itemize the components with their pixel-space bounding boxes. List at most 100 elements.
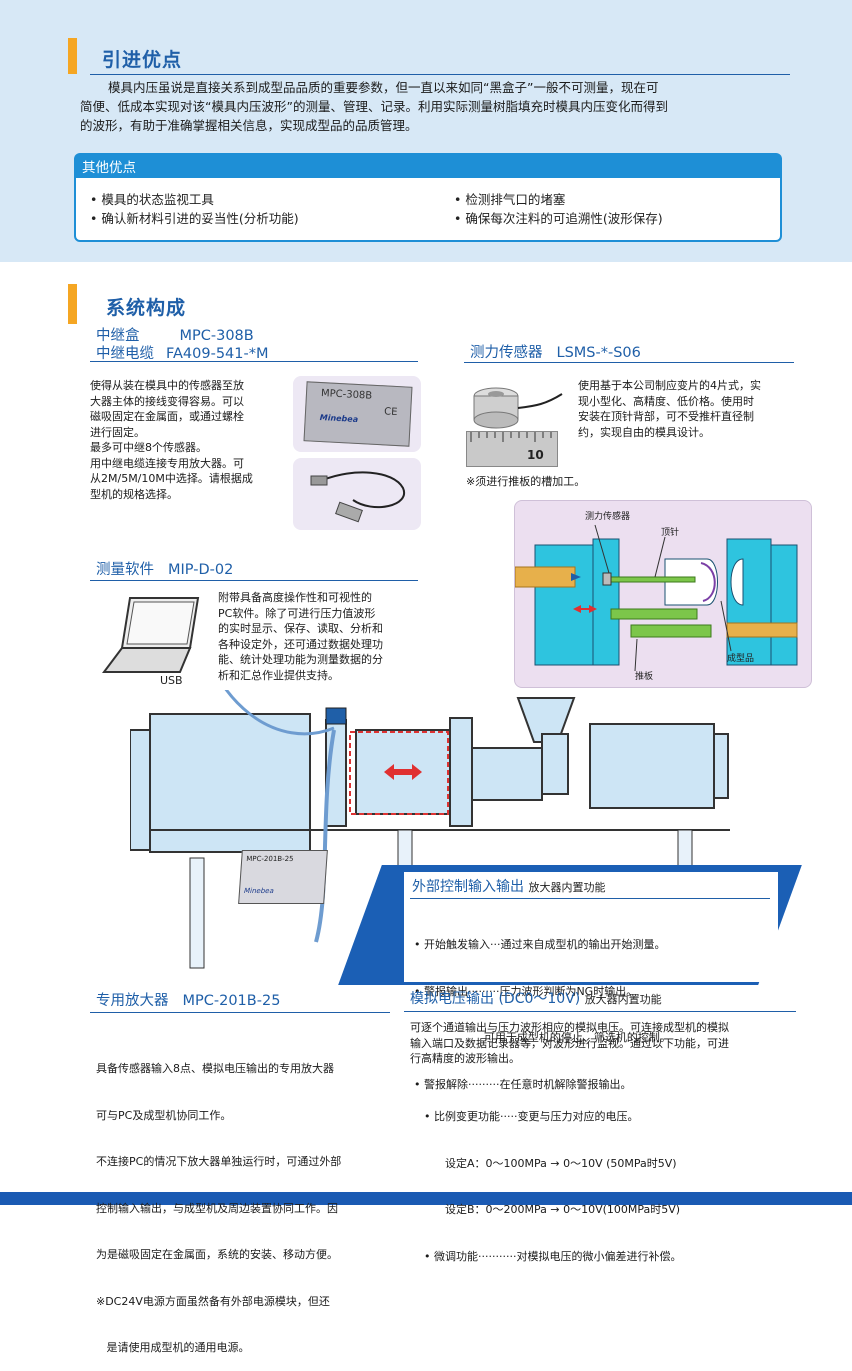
other-advantages-heading: 其他优点 [74, 153, 782, 179]
load-sensor-icon [473, 387, 563, 429]
text-line: 型机的规格选择。 [90, 487, 178, 501]
software-model: MIP-D-02 [168, 562, 234, 578]
list-item: • 检测排气口的堵塞 [454, 192, 566, 207]
software-description: 附带具备高度操作性和可视性的 PC软件。除了可进行压力值波形 的实时显示、保存、… [218, 590, 418, 683]
list-item: • 比例变更功能·····变更与压力对应的电压。 [424, 1110, 639, 1123]
external-io-title: 外部控制输入输出 放大器内置功能 [412, 876, 605, 896]
text-line: 不连接PC的情况下放大器单独运行时，可通过外部 [96, 1155, 342, 1168]
text-line: 析和汇总作业提供支持。 [218, 668, 339, 682]
text-line: 可与PC及成型机协同工作。 [96, 1108, 232, 1122]
text-line: 能、统计处理功能为测量数据的分 [218, 653, 383, 666]
text-line: 使得从装在模具中的传感器至放 [90, 379, 244, 392]
ce-mark: CE [383, 406, 398, 419]
analog-description: 可逐个通道输出与压力波形相应的模拟电压。可连接成型机的模拟 输入端口及数据记录器… [410, 1020, 800, 1067]
relay-box-photo: MPC-308B CE Minebea [293, 376, 421, 452]
mold-plate-label: 推板 [635, 672, 654, 682]
analog-list: • 比例变更功能·····变更与压力对应的电压。 设定A：0～100MPa → … [424, 1078, 681, 1280]
text-line: 现小型化、高精度、低价格。使用时 [578, 394, 754, 408]
text-line: 是请使用成型机的通用电源。 [96, 1341, 250, 1354]
amplifier-device: MPC-201B-25 Minebea [238, 850, 328, 904]
text-line: ※DC24V电源方面虽然备有外部电源模块，但还 [96, 1294, 330, 1308]
text-line: 的实时显示、保存、读取、分析和 [218, 622, 383, 635]
relay-cable-label: 中继电缆 [96, 346, 154, 362]
text-line: 大器主体的接线变得容易。可以 [90, 394, 244, 408]
text-line: 使用基于本公司制应变片的4片式，实 [578, 379, 761, 392]
mold-product-label: 成型品 [727, 654, 755, 664]
software-labels: 测量软件 MIP-D-02 [96, 558, 233, 579]
mold-sensor-label: 测力传感器 [585, 512, 631, 522]
text-line: 约，实现自由的模具设计。 [578, 425, 710, 439]
ruler: 10 [466, 431, 558, 467]
sensor-photo [466, 376, 564, 466]
other-advantages-box: • 模具的状态监视工具 • 确认新材料引进的妥当性(分析功能) • 检测排气口的… [74, 176, 782, 242]
usb-label: USB [160, 674, 183, 687]
list-item: • 警报解除·········在任意时机解除警报输出。 [414, 1077, 632, 1091]
relay-description: 使得从装在模具中的传感器至放 大器主体的接线变得容易。可以 磁吸固定在金属面，或… [90, 378, 290, 502]
list-item: 设定B：0～200MPa → 0～10V(100MPa时5V) [424, 1203, 681, 1216]
analog-title: 模拟电压输出 (DC0～10V) 放大器内置功能 [410, 988, 662, 1008]
amplifier-divider [90, 1012, 390, 1013]
io-divider [410, 898, 770, 899]
text-line: 附带具备高度操作性和可视性的 [218, 591, 372, 604]
system-accent-bar [68, 284, 77, 324]
amplifier-brand-logo: Minebea [243, 887, 275, 895]
list-item: • 警报输出·········压力波形判断为NG时输出。 [414, 984, 638, 998]
text-line: 从2M/5M/10M中选择。请根据成 [90, 472, 253, 485]
relay-box-label: 中继盒 [96, 328, 140, 344]
mold-cross-section [514, 524, 798, 672]
text-line: 输入端口及数据记录器等，对波形进行监视。通过以下功能，可进 [410, 1036, 729, 1050]
amplifier-labels: 专用放大器 MPC-201B-25 [96, 989, 280, 1010]
software-label: 测量软件 [96, 562, 154, 578]
external-io-box: 外部控制输入输出 放大器内置功能 • 开始触发输入···通过来自成型机的输出开始… [404, 872, 778, 1091]
laptop-illustration [100, 592, 218, 680]
analog-title-text: 模拟电压输出 (DC0～10V) [410, 991, 581, 1007]
intro-line: 的波形，有助于准确掌握相关信息，实现成型品的品质管理。 [80, 118, 418, 133]
laptop-icon [102, 597, 200, 673]
analog-subtitle: 放大器内置功能 [584, 993, 662, 1006]
mold-diagram: 测力传感器 顶针 推板 成型品 [514, 500, 812, 688]
text-line: 磁吸固定在金属面，或通过螺栓 [90, 410, 244, 423]
list-item: • 开始触发输入···通过来自成型机的输出开始测量。 [414, 938, 666, 951]
mold-pin-label: 顶针 [661, 528, 680, 538]
list-item: 设定A：0～100MPa → 0～10V (50MPa时5V) [424, 1156, 677, 1170]
system-title: 系统构成 [106, 297, 187, 319]
sensor-description: 使用基于本公司制应变片的4片式，实 现小型化、高精度、低价格。使用时 安装在顶针… [578, 378, 800, 440]
amplifier-model: MPC-201B-25 [182, 993, 281, 1009]
software-divider [90, 580, 418, 581]
intro-line: 模具内压虽说是直接关系到成型品品质的重要参数，但一直以来如同“黑盒子”一般不可测… [108, 80, 659, 95]
sensor-note: ※须进行推板的槽加工。 [466, 475, 586, 488]
intro-accent-bar [68, 38, 77, 74]
text-line: 用中继电缆连接专用放大器。可 [90, 456, 244, 470]
external-io-subtitle: 放大器内置功能 [528, 881, 606, 894]
text-line: PC软件。除了可进行压力值波形 [218, 606, 376, 620]
text-line: 控制输入输出，与成型机及周边装置协同工作。因 [96, 1201, 338, 1215]
relay-brand-logo: Minebea [319, 413, 359, 425]
list-item: • 确认新材料引进的妥当性(分析功能) [90, 211, 299, 226]
text-line: 各种设定外，还可通过数据处理功 [218, 637, 383, 651]
ruler-ticks [470, 432, 552, 442]
intro-line: 简便、低成本实现对该“模具内压波形”的测量、管理、记录。利用实际测量树脂填充时模… [80, 99, 668, 114]
list-item: • 模具的状态监视工具 [90, 192, 214, 207]
text-line: 具备传感器输入8点、模拟电压输出的专用放大器 [96, 1062, 334, 1075]
text-line: 安装在顶针背部，可不受推杆直径制 [578, 410, 754, 423]
intro-paragraph: 模具内压虽说是直接关系到成型品品质的重要参数，但一直以来如同“黑盒子”一般不可测… [80, 78, 800, 135]
cable-icon [310, 471, 406, 523]
sensor-divider [464, 362, 794, 363]
text-line: 最多可中继8个传感器。 [90, 441, 207, 454]
amplifier-device-text: MPC-201B-25 [245, 855, 294, 863]
text-line: 可逐个通道输出与压力波形相应的模拟电压。可连接成型机的模拟 [410, 1021, 729, 1034]
intro-divider [90, 74, 790, 75]
text-line: 进行固定。 [90, 425, 145, 439]
amplifier-label: 专用放大器 [96, 993, 169, 1009]
sensor-label: 测力传感器 [470, 345, 543, 361]
external-io-list: • 开始触发输入···通过来自成型机的输出开始测量。 • 警报输出·······… [414, 906, 671, 1123]
bottom-strip [0, 1192, 852, 1205]
external-io-title-text: 外部控制输入输出 [412, 879, 524, 895]
text-line: 为是磁吸固定在金属面，系统的安装、移动方便。 [96, 1248, 338, 1261]
advantages-right-list: • 检测排气口的堵塞 • 确保每次注料的可追溯性(波形保存) [454, 190, 663, 228]
relay-box-image: MPC-308B CE Minebea [303, 381, 413, 447]
list-item: • 确保每次注料的可追溯性(波形保存) [454, 211, 663, 226]
ruler-number: 10 [527, 448, 544, 462]
